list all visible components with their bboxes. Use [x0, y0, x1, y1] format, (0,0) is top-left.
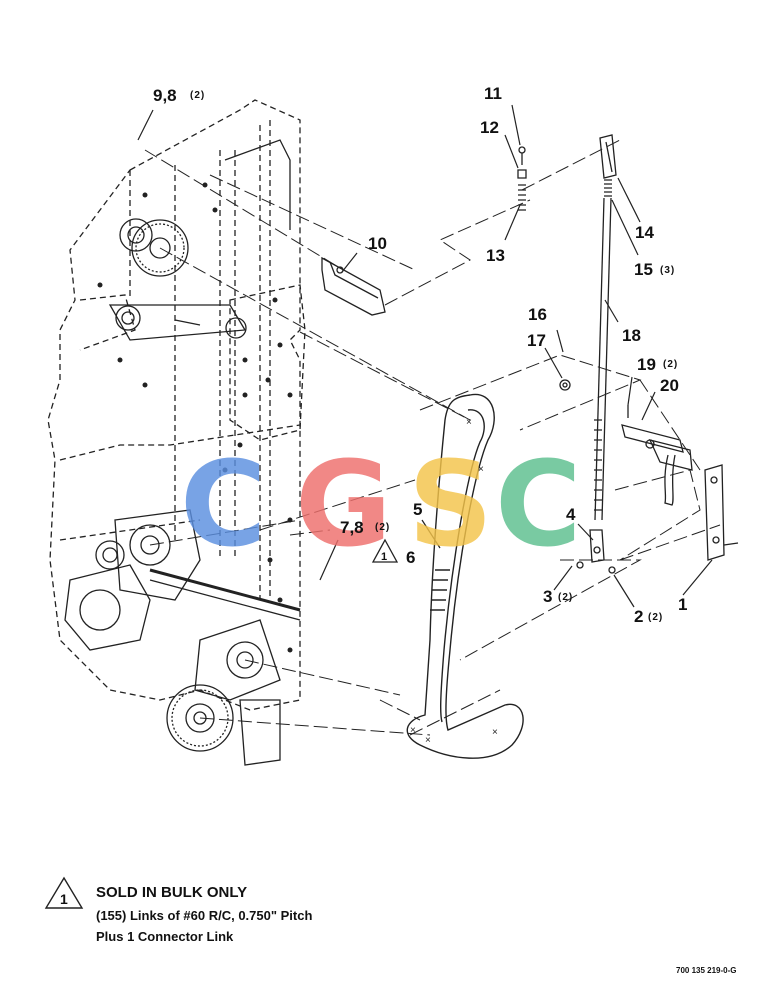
note-line-1: (155) Links of #60 R/C, 0.750" Pitch	[96, 908, 313, 923]
svg-text:×: ×	[425, 735, 431, 746]
callout-3: 3	[543, 587, 552, 606]
watermark-letter-g: G	[295, 435, 392, 573]
callout-3-qty: (2)	[558, 592, 573, 603]
watermark-letter-s: S	[408, 435, 493, 573]
callout-19-qty: (2)	[663, 359, 678, 370]
svg-text:×: ×	[466, 417, 472, 428]
callout-17: 17	[527, 331, 546, 350]
bearing-assembly-middle	[108, 304, 247, 341]
dashed-leader-10-13	[384, 139, 621, 306]
callout-9-8: 9,8	[153, 86, 177, 105]
callout-10: 10	[368, 234, 387, 253]
callout-7-8-qty: (2)	[375, 522, 390, 533]
drawing-number: 700 135 219-0-G	[676, 966, 737, 975]
baler-frame-assembly	[47, 99, 306, 711]
roller-chain-part-6: × × × × ×	[406, 393, 524, 759]
svg-text:×: ×	[410, 725, 416, 736]
callout-15-qty: (3)	[660, 265, 675, 276]
callout-7-8: 7,8	[340, 518, 364, 537]
cgsc-watermark: C G S C	[180, 435, 582, 573]
callout-11: 11	[484, 84, 502, 103]
callout-4: 4	[566, 505, 576, 524]
gearbox-assembly-lower	[64, 509, 431, 766]
callout-2: 2	[634, 607, 643, 626]
svg-text:×: ×	[492, 727, 498, 738]
bracket-part-10	[144, 149, 386, 316]
watermark-letter-c1: C	[180, 435, 267, 573]
callout-leaders	[137, 104, 713, 608]
callout-9-8-qty: (2)	[190, 90, 205, 101]
tensioner-arm-part-20	[559, 379, 739, 574]
note-line-2: Plus 1 Connector Link	[96, 929, 234, 944]
callout-12: 12	[480, 118, 499, 137]
callout-16: 16	[528, 305, 547, 324]
note-reference-number: 1	[381, 551, 387, 563]
callout-15: 15	[634, 260, 653, 279]
note-title: SOLD IN BULK ONLY	[96, 884, 248, 901]
callout-19: 19	[637, 355, 656, 374]
bolt-spring-parts-11-13	[517, 146, 527, 211]
callout-2-qty: (2)	[648, 612, 663, 623]
callout-14: 14	[635, 223, 654, 242]
dashed-reference-outline	[209, 174, 721, 736]
drive-sprocket-upper	[119, 218, 471, 421]
watermark-letter-c2: C	[495, 435, 582, 573]
callout-13: 13	[486, 246, 505, 265]
adjusting-rod-part-18	[589, 134, 617, 563]
callout-18: 18	[622, 326, 641, 345]
callout-5: 5	[413, 500, 422, 519]
callout-6: 6	[406, 548, 415, 567]
callout-20: 20	[660, 376, 679, 395]
note-reference-triangle: 1	[371, 538, 399, 563]
callout-1: 1	[678, 595, 687, 614]
callout-labels: 9,8 (2) 11 12 13 10 14 15 (3) 18 16 17 1…	[153, 84, 687, 626]
note-marker: 1	[60, 891, 68, 907]
svg-text:×: ×	[478, 464, 484, 475]
note-triangle-icon: 1	[44, 876, 84, 909]
